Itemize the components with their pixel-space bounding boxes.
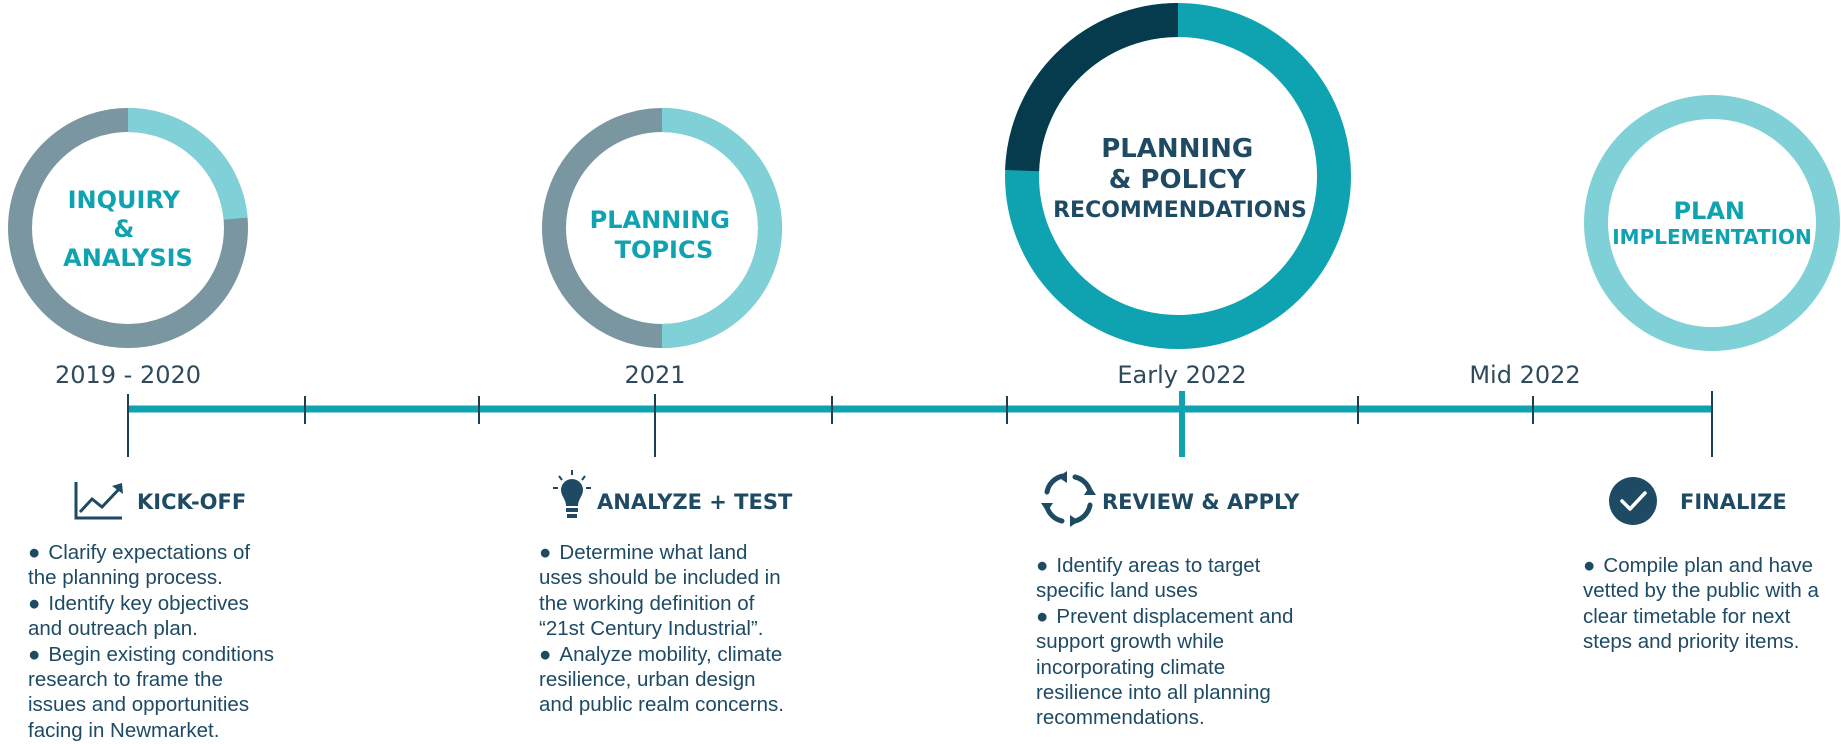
bullet-text: specific land uses (1036, 579, 1198, 603)
phase-title-line: PLANNING (1101, 134, 1253, 164)
bullet-text: Compile plan and have (1603, 554, 1814, 577)
bullet-item-continuation: clear timetable for next (1583, 604, 1819, 629)
bullet-dot: ● (28, 591, 41, 615)
phase-ring-policy: PLANNING & POLICY RECOMMENDATIONS (1005, 3, 1351, 349)
bullet-item-continuation: facing in Newmarket. (28, 718, 274, 743)
phase-title-line: & (113, 215, 134, 243)
bullet-text: and outreach plan. (28, 617, 198, 641)
bullet-dot: ● (28, 541, 41, 564)
phase-title-line: INQUIRY (68, 186, 181, 214)
phase-ring-inquiry: INQUIRY & ANALYSIS (8, 108, 248, 348)
bullet-text: recommendations. (1036, 706, 1205, 730)
bullet-item-continuation: the working definition of (539, 591, 784, 616)
svg-text:PLANNING TOPICS: PLANNING TOPICS (590, 206, 739, 264)
phase-ring-planning-topics: PLANNING TOPICS (542, 108, 782, 348)
bullet-text: resilience, urban design (539, 668, 756, 692)
bullet-item: ● Clarify expectations of (28, 540, 274, 565)
date-label: 2019 - 2020 (55, 361, 201, 389)
bullet-text: Clarify expectations of (48, 541, 251, 564)
bullet-item: ● Prevent displacement and (1036, 604, 1293, 629)
refresh-cycle-icon (1041, 471, 1096, 527)
phase-title-line: PLANNING (590, 206, 730, 234)
bullet-text: support growth while (1036, 630, 1225, 654)
bullet-item-continuation: specific land uses (1036, 578, 1293, 603)
bullet-text: issues and opportunities (28, 693, 250, 717)
bullet-text: Identify areas to target (1056, 554, 1261, 577)
bullet-item-continuation: support growth while (1036, 629, 1293, 654)
bullet-text: steps and priority items. (1583, 630, 1800, 654)
svg-text:INQUIRY & ANALYSIS: INQUIRY & ANALYSIS (63, 186, 193, 272)
bullet-text: Analyze mobility, climate (559, 642, 783, 666)
step-title-review: REVIEW & APPLY (1102, 490, 1300, 514)
bullet-text: Prevent displacement and (1056, 604, 1294, 628)
bullet-item-continuation: issues and opportunities (28, 692, 274, 717)
bullet-item: ● Begin existing conditions (28, 642, 274, 667)
bullet-item: ● Analyze mobility, climate (539, 642, 784, 667)
bullet-item-continuation: research to frame the (28, 667, 274, 692)
bullet-dot: ● (1583, 554, 1596, 577)
svg-text:PLAN IMPLEMENTATION: PLAN IMPLEMENTATION (1612, 197, 1812, 249)
phase-title-line: PLAN (1673, 197, 1745, 225)
bullet-item-continuation: the planning process. (28, 565, 274, 590)
bullet-text: research to frame the (28, 668, 223, 692)
bullet-dot: ● (539, 541, 552, 564)
bullet-text: facing in Newmarket. (28, 718, 220, 742)
bullet-item-continuation: resilience into all planning (1036, 680, 1293, 705)
bullet-text: uses should be included in (539, 566, 781, 590)
bullet-item-continuation: recommendations. (1036, 705, 1293, 730)
bullet-text: Determine what land (559, 541, 748, 564)
bullet-item-continuation: incorporating climate (1036, 655, 1293, 680)
lightbulb-icon (553, 470, 591, 518)
bullet-text: Identify key objectives (48, 591, 249, 615)
phase-title-line: ANALYSIS (63, 244, 193, 272)
bullet-dot: ● (1036, 554, 1049, 577)
bullet-dot: ● (539, 642, 552, 666)
bullet-text: the planning process. (28, 566, 223, 590)
bullet-item-continuation: resilience, urban design (539, 667, 784, 692)
bullet-item-continuation: vetted by the public with a (1583, 578, 1819, 603)
step-title-analyze: ANALYZE + TEST (597, 490, 793, 514)
date-label: 2021 (624, 361, 685, 389)
phase-ring-implementation: PLAN IMPLEMENTATION (1584, 95, 1840, 351)
date-label: Early 2022 (1117, 361, 1246, 389)
bullet-item: ● Identify areas to target (1036, 553, 1293, 578)
bullet-item-continuation: steps and priority items. (1583, 629, 1819, 654)
bullet-text: incorporating climate (1036, 655, 1226, 679)
step-title-finalize: FINALIZE (1680, 490, 1787, 514)
svg-text:PLANNING & POLICY: PLANNING & POLICY RECOMMENDATIONS (1053, 134, 1307, 223)
bullet-item-continuation: uses should be included in (539, 565, 784, 590)
trend-line-chart-icon (74, 482, 123, 520)
phase-title-line: RECOMMENDATIONS (1053, 198, 1307, 223)
phase-title-line: TOPICS (615, 236, 714, 264)
bullet-dot: ● (28, 642, 41, 666)
bullet-text: resilience into all planning (1036, 681, 1271, 705)
phase-title-line: & POLICY (1109, 165, 1247, 195)
bullet-item-continuation: “21st Century Industrial”. (539, 616, 784, 641)
bullet-text: the working definition of (539, 591, 755, 615)
step-title-kickoff: KICK-OFF (137, 490, 246, 514)
bullet-item: ● Determine what land (539, 540, 784, 565)
bullet-text: vetted by the public with a (1583, 579, 1819, 603)
bullet-text: “21st Century Industrial”. (539, 617, 764, 641)
bullet-item-continuation: and outreach plan. (28, 616, 274, 641)
bullet-text: and public realm concerns. (539, 693, 784, 717)
bullet-item-continuation: and public realm concerns. (539, 692, 784, 717)
date-label: Mid 2022 (1469, 361, 1580, 389)
bullet-item: ● Identify key objectives (28, 591, 274, 616)
bullet-dot: ● (1036, 604, 1049, 628)
bullet-text: clear timetable for next (1583, 604, 1791, 628)
timeline-axis (127, 391, 1713, 457)
phase-title-line: IMPLEMENTATION (1612, 225, 1812, 249)
checkmark-circle-icon (1609, 477, 1657, 525)
bullet-item: ● Compile plan and have (1583, 553, 1819, 578)
bullet-text: Begin existing conditions (48, 642, 275, 666)
